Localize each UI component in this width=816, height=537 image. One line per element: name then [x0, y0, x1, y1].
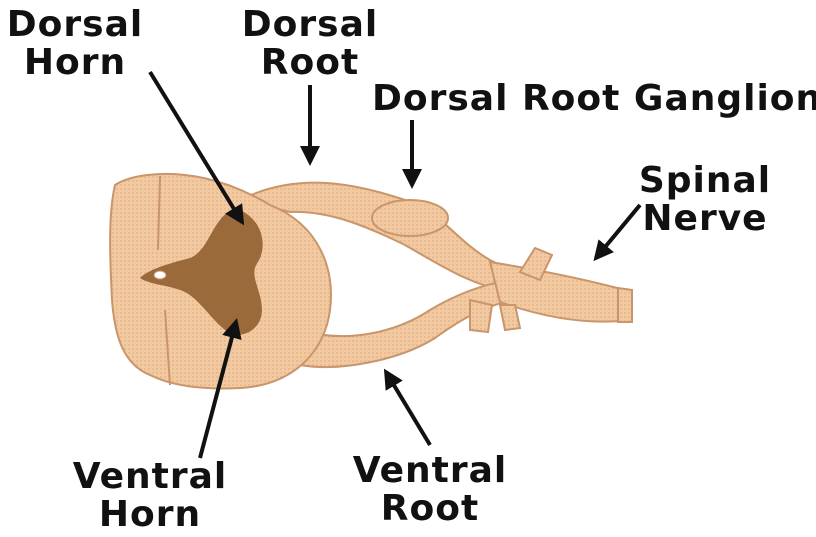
label-spinal-nerve-line1: Spinal [630, 162, 780, 200]
label-ventral-horn-line2: Horn [65, 496, 235, 534]
label-spinal-nerve: Spinal Nerve [630, 162, 780, 238]
label-spinal-nerve-line2: Nerve [630, 200, 780, 238]
label-ventral-horn-line1: Ventral [65, 458, 235, 496]
label-ventral-horn: Ventral Horn [65, 458, 235, 534]
label-dorsal-horn-line2: Horn [0, 44, 150, 82]
label-ventral-root: Ventral Root [345, 452, 515, 528]
nerve-branch-bottom-2 [500, 305, 520, 330]
label-dorsal-root-line2: Root [235, 44, 385, 82]
arrow-ventral-root [386, 372, 430, 445]
central-canal [154, 271, 166, 279]
label-dorsal-root-ganglion: Dorsal Root Ganglion [372, 80, 816, 118]
label-dorsal-horn-line1: Dorsal [0, 6, 150, 44]
nerve-branch-bottom [470, 300, 492, 332]
dorsal-root-ganglion-shape [372, 200, 448, 236]
label-dorsal-root: Dorsal Root [235, 6, 385, 82]
label-dorsal-root-line1: Dorsal [235, 6, 385, 44]
nerve-end-cap [618, 288, 632, 322]
label-dorsal-horn: Dorsal Horn [0, 6, 150, 82]
label-ventral-root-line2: Root [345, 490, 515, 528]
label-ventral-root-line1: Ventral [345, 452, 515, 490]
